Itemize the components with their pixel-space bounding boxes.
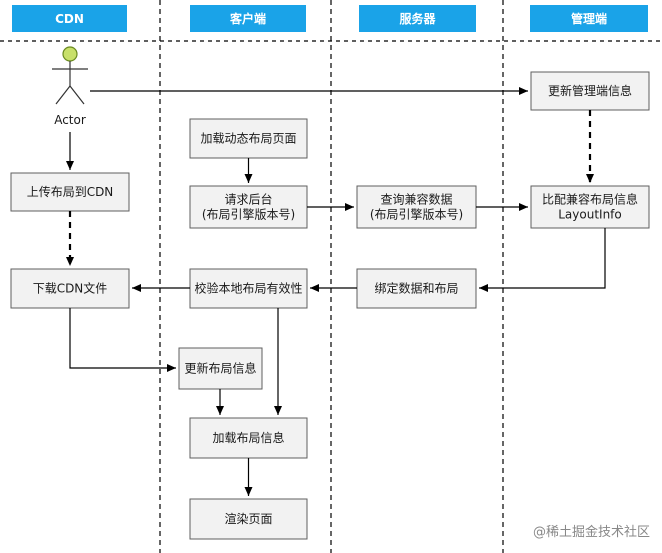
box-admin-update: 更新管理端信息: [530, 71, 650, 111]
actor: Actor: [52, 46, 88, 127]
box-label-line: 渲染页面: [224, 511, 272, 526]
box-label-line: 比配兼容布局信息: [542, 192, 638, 207]
box-label-line: (布局引擎版本号): [202, 207, 295, 222]
svg-text:加载动态布局页面: 加载动态布局页面: [200, 132, 296, 146]
watermark: @稀土掘金技术社区: [533, 524, 650, 540]
box-label-line: 查询兼容数据: [380, 192, 452, 207]
box-client-validate: 校验本地布局有效性: [189, 268, 308, 309]
lane-header-client: 客户端: [190, 5, 306, 32]
box-client-load-page: 加载动态布局页面: [189, 118, 308, 159]
box-label-line: 加载布局信息: [212, 430, 284, 445]
lane-title-admin: 管理端: [571, 11, 607, 26]
svg-text:下载CDN文件: 下载CDN文件: [33, 281, 108, 296]
box-label-line: 上传布局到CDN: [27, 184, 114, 199]
box-label-line: 校验本地布局有效性: [194, 281, 302, 296]
svg-text:查询兼容数据(布局引擎版本号): 查询兼容数据(布局引擎版本号): [370, 192, 463, 222]
box-label-line: 下载CDN文件: [33, 281, 108, 296]
box-label-line: 更新管理端信息: [548, 83, 632, 98]
box-cdn-download: 下载CDN文件: [10, 268, 130, 309]
box-label-line: 加载动态布局页面: [200, 132, 296, 146]
svg-text:请求后台(布局引擎版本号): 请求后台(布局引擎版本号): [202, 192, 295, 222]
box-server-query: 查询兼容数据(布局引擎版本号): [356, 185, 477, 229]
svg-text:渲染页面: 渲染页面: [224, 511, 272, 526]
box-label-line: 更新布局信息: [184, 361, 256, 376]
box-label-line: 请求后台: [224, 192, 272, 207]
svg-text:更新布局信息: 更新布局信息: [184, 361, 256, 376]
box-label-line: (布局引擎版本号): [370, 207, 463, 222]
box-label-line: 绑定数据和布局: [374, 281, 458, 296]
box-client-load-layout: 加载布局信息: [189, 417, 308, 459]
actor-label: Actor: [54, 113, 86, 127]
lane-title-cdn: CDN: [55, 12, 84, 26]
actor-head-icon: [62, 46, 78, 62]
box-label-line: LayoutInfo: [558, 208, 622, 222]
svg-text:更新管理端信息: 更新管理端信息: [548, 83, 632, 98]
lane-header-cdn: CDN: [12, 5, 127, 32]
box-client-request: 请求后台(布局引擎版本号): [189, 185, 308, 229]
box-cdn-upload: 上传布局到CDN: [10, 172, 130, 212]
arrow-download-to-update: [69, 308, 176, 372]
lane-title-server: 服务器: [399, 11, 436, 26]
arrow-match-to-bind: [479, 228, 606, 292]
box-client-render: 渲染页面: [189, 498, 308, 540]
svg-text:加载布局信息: 加载布局信息: [212, 430, 284, 445]
box-server-bind: 绑定数据和布局: [356, 268, 477, 309]
svg-text:校验本地布局有效性: 校验本地布局有效性: [194, 281, 302, 296]
svg-text:绑定数据和布局: 绑定数据和布局: [374, 281, 458, 296]
box-client-update: 更新布局信息: [178, 347, 263, 390]
lane-header-server: 服务器: [359, 5, 476, 32]
lane-title-client: 客户端: [229, 11, 266, 26]
lane-header-admin: 管理端: [530, 5, 648, 32]
svg-text:上传布局到CDN: 上传布局到CDN: [27, 184, 114, 199]
